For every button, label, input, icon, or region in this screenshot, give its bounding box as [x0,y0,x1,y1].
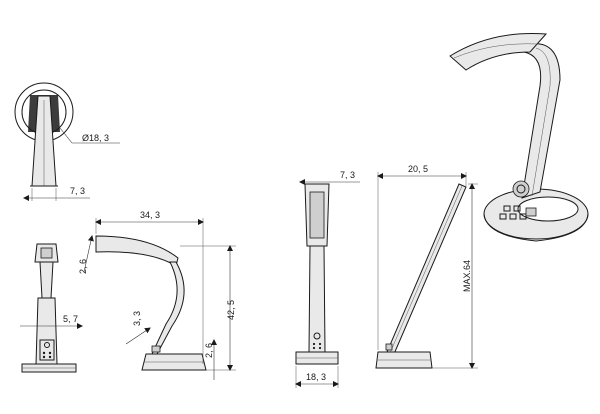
arched-socket [151,345,161,353]
arched-head [95,235,179,267]
persp-arm [521,43,561,199]
persp-head-face [453,43,539,59]
label-max64: MAX.64 [462,260,472,292]
perspective-view [449,33,589,242]
straight-control-panel [312,332,322,350]
label-20-5: 20, 5 [408,164,428,174]
persp-head [449,33,548,71]
front-head-window [40,247,53,259]
leaning-arm-face [389,185,463,354]
diameter-leader [59,127,73,144]
persp-arm-edge [531,47,551,197]
label-3-3: 3, 3 [132,311,142,326]
persp-buttons [499,205,527,220]
label-7-3-b: 7, 3 [340,170,355,180]
persp-socket [525,207,537,217]
width-label-a: 7, 3 [70,186,85,196]
persp-base-rim [483,213,589,242]
persp-knob [512,180,530,198]
leaning-arm [386,183,467,355]
diameter-label: Ø18, 3 [82,133,109,143]
label-5-7: 5, 7 [63,314,78,324]
front-view-center: 7, 3 18, 3 [295,170,360,388]
label-2-6-b: 2, 6 [204,343,214,358]
side-view-leaning: 20, 5 MAX.64 [375,164,478,369]
front-view-left: 5, 7 [20,243,83,373]
front-control-panel [39,339,55,361]
label-34-3: 34, 3 [140,210,160,220]
label-42-5: 42, 5 [226,300,236,320]
label-18-3: 18, 3 [306,372,326,382]
leaning-socket [385,343,393,351]
label-2-6-a: 2, 6 [78,259,88,274]
side-view-arched: 34, 3 2, 6 3, 3 42, 5 2, 6 [78,210,236,380]
top-view: Ø18, 3 7, 3 [14,82,120,201]
straight-column [308,245,326,353]
arched-arm [151,261,185,357]
dim-3-3-line [125,327,151,345]
front-neck [39,261,54,299]
dim-2-6-a-line [83,235,94,273]
straight-head-window [309,191,325,239]
